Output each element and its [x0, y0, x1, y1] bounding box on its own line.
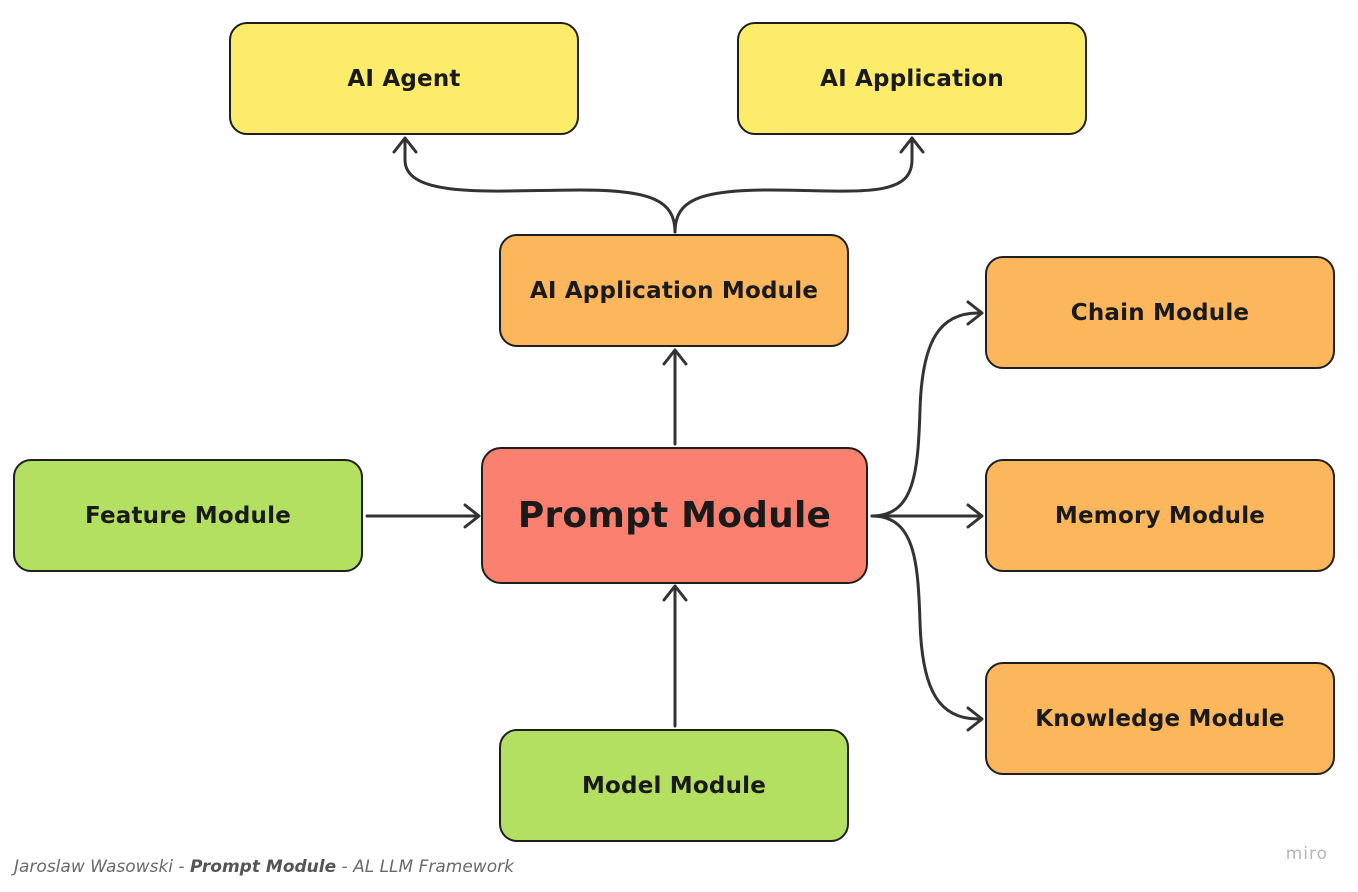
arrow-prompt-bottom [662, 584, 688, 602]
node-feature-module[interactable]: Feature Module [13, 459, 363, 572]
miro-watermark: miro [1285, 844, 1328, 864]
arrow-knowledge [966, 706, 984, 732]
arrow-ai-agent [392, 136, 418, 154]
node-model-module[interactable]: Model Module [499, 729, 849, 842]
arrow-memory [966, 503, 984, 529]
edge-app-module-to-ai-agent [403, 140, 677, 234]
arrow-chain [966, 300, 984, 326]
footer-separator-1: - [173, 857, 190, 877]
edge-prompt-to-knowledge [870, 514, 980, 721]
node-chain-module[interactable]: Chain Module [985, 256, 1335, 369]
arrow-prompt-left [463, 503, 481, 529]
footer-separator-2: - [336, 857, 354, 877]
footer-subtitle: AL LLM Framework [353, 857, 514, 877]
arrow-app-module [662, 348, 688, 366]
edge-prompt-to-chain [870, 311, 980, 518]
footer-author: Jaroslaw Wasowski [14, 857, 174, 877]
node-ai-application[interactable]: AI Application [737, 22, 1087, 135]
edge-app-module-to-ai-application [673, 140, 914, 234]
node-ai-agent[interactable]: AI Agent [229, 22, 579, 135]
footer-caption: Jaroslaw Wasowski - Prompt Module - AL L… [14, 857, 514, 877]
node-memory-module[interactable]: Memory Module [985, 459, 1335, 572]
arrow-ai-application [899, 136, 925, 154]
node-knowledge-module[interactable]: Knowledge Module [985, 662, 1335, 775]
node-prompt-module[interactable]: Prompt Module [481, 447, 868, 584]
node-ai-application-module[interactable]: AI Application Module [499, 234, 849, 347]
footer-title: Prompt Module [189, 857, 337, 877]
